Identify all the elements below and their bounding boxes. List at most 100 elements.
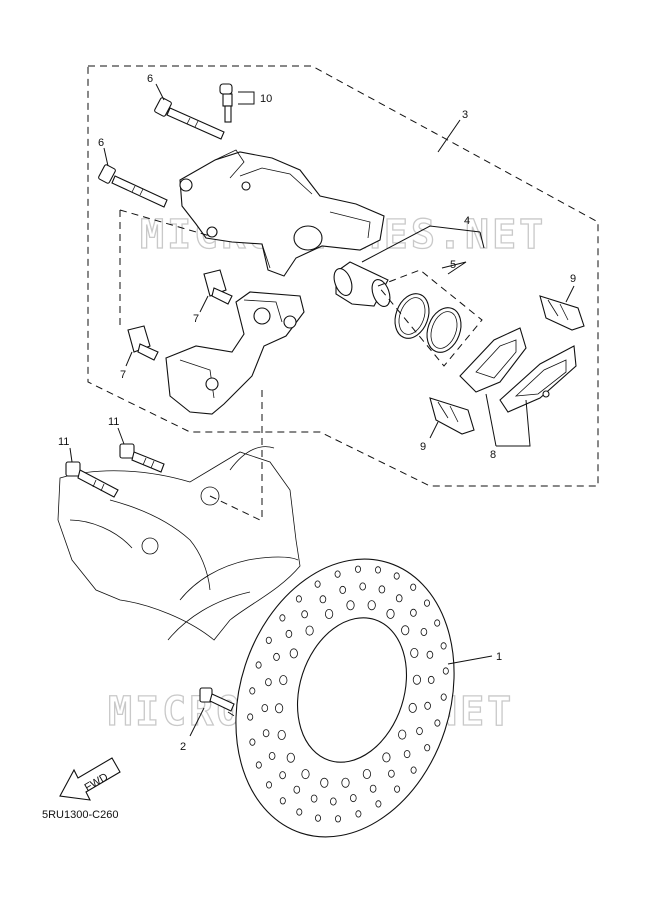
slide-pin-lower bbox=[127, 325, 159, 361]
disc-hole bbox=[296, 808, 303, 816]
disc-hole bbox=[339, 585, 347, 594]
callout-9-upper: 9 bbox=[570, 273, 576, 285]
callout-6-lower: 6 bbox=[98, 137, 104, 149]
callout-5: 5 bbox=[450, 259, 456, 271]
disc-hole bbox=[301, 769, 310, 780]
slide-pin-upper bbox=[203, 269, 233, 305]
disc-hole bbox=[262, 729, 270, 738]
disc-hole bbox=[378, 585, 386, 594]
disc-hole bbox=[382, 752, 391, 763]
callout-1: 1 bbox=[496, 651, 502, 663]
disc-hole bbox=[434, 619, 441, 627]
disc-hole bbox=[394, 785, 401, 793]
disc-hole bbox=[274, 703, 284, 714]
disc-hole bbox=[427, 675, 435, 684]
disc-hole bbox=[249, 738, 256, 746]
callout-8: 8 bbox=[490, 449, 496, 461]
callout-7-lower: 7 bbox=[120, 369, 126, 381]
disc-hole bbox=[395, 594, 403, 603]
caliper-bolt-upper bbox=[154, 97, 225, 140]
disc-hole bbox=[301, 610, 308, 619]
disc-hole bbox=[408, 702, 417, 713]
forward-arrow-icon: FWD bbox=[59, 757, 121, 801]
seal-kit-frame bbox=[377, 269, 483, 367]
disc-hole bbox=[334, 815, 341, 823]
disc-hole bbox=[403, 750, 411, 759]
disc-hole bbox=[386, 608, 395, 619]
disc-hole bbox=[247, 713, 254, 721]
disc-hole bbox=[314, 814, 321, 822]
disc-hole bbox=[355, 810, 362, 818]
disc-hole bbox=[410, 766, 417, 774]
disc-hole bbox=[305, 625, 314, 636]
disc-hole bbox=[289, 648, 298, 659]
disc-hole bbox=[329, 797, 337, 806]
disc-hole bbox=[295, 595, 302, 603]
disc-hole bbox=[273, 652, 280, 661]
callout-11-left: 11 bbox=[58, 436, 69, 448]
disc-hole bbox=[426, 650, 434, 659]
disc-hole bbox=[279, 675, 288, 686]
disc-hole bbox=[410, 648, 419, 659]
bleed-screw bbox=[219, 83, 233, 123]
disc-hole bbox=[265, 781, 272, 789]
disc-hole bbox=[420, 628, 428, 637]
disc-hole bbox=[410, 608, 417, 617]
disc-hole bbox=[279, 614, 286, 622]
alignment-line-bolt bbox=[209, 495, 261, 521]
brake-pad-upper bbox=[459, 327, 527, 393]
disc-hole bbox=[442, 667, 449, 675]
disc-hole bbox=[393, 572, 400, 580]
part-code: 5RU1300-C260 bbox=[42, 809, 118, 821]
disc-hole bbox=[268, 752, 276, 761]
callout-2: 2 bbox=[180, 741, 186, 753]
disc-hole bbox=[277, 730, 286, 741]
disc-hole bbox=[334, 570, 341, 578]
disc-hole bbox=[359, 582, 367, 591]
disc-hole bbox=[398, 729, 407, 740]
disc-hole bbox=[440, 693, 447, 701]
disc-hole bbox=[424, 744, 431, 752]
disc-hole bbox=[362, 769, 371, 780]
disc-hole bbox=[255, 661, 262, 669]
disc-bolt bbox=[199, 687, 235, 712]
disc-hole bbox=[401, 625, 410, 636]
disc-hole bbox=[341, 777, 350, 788]
callout-3: 3 bbox=[462, 109, 468, 121]
disc-hole bbox=[367, 600, 376, 611]
pad-spring-lower bbox=[429, 397, 475, 435]
caliper-body bbox=[179, 149, 385, 277]
disc-hole bbox=[320, 777, 329, 788]
disc-hole bbox=[314, 580, 321, 588]
disc-hole bbox=[369, 784, 377, 793]
disc-hole bbox=[412, 674, 421, 685]
alignment-line-mid bbox=[119, 209, 211, 237]
disc-hole bbox=[319, 595, 327, 604]
piston bbox=[333, 261, 391, 307]
pad-spring-upper bbox=[539, 295, 585, 331]
disc-hole bbox=[286, 752, 295, 763]
disc-hole bbox=[416, 727, 423, 736]
disc-hole bbox=[374, 566, 381, 574]
callout-9-lower: 9 bbox=[420, 441, 426, 453]
disc-hole bbox=[424, 701, 431, 710]
caliper-assembly-boundary bbox=[87, 65, 599, 487]
bracket-bolt-left bbox=[65, 461, 119, 498]
disc-hole bbox=[434, 719, 441, 727]
caliper-bolt-lower bbox=[98, 164, 168, 208]
disc-hole bbox=[285, 629, 293, 638]
disc-hole bbox=[354, 565, 361, 573]
callout-11-right: 11 bbox=[108, 416, 119, 428]
disc-hole bbox=[249, 687, 256, 695]
callout-10: 10 bbox=[260, 93, 272, 105]
disc-hole bbox=[440, 642, 447, 650]
leader-lines bbox=[69, 83, 575, 737]
disc-hole bbox=[255, 761, 262, 769]
disc-hole bbox=[346, 600, 355, 611]
brake-pad-lower bbox=[499, 345, 577, 413]
disc-hole bbox=[349, 794, 357, 803]
disc-hole bbox=[310, 794, 318, 803]
disc-vent-holes bbox=[247, 565, 449, 823]
disc-hole bbox=[388, 769, 395, 778]
